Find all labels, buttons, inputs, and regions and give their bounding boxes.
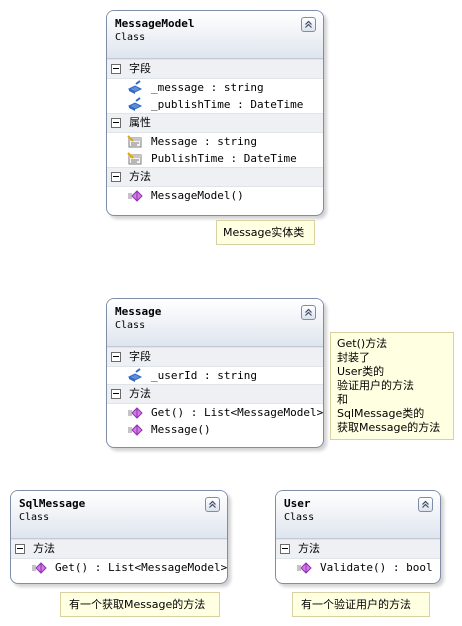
section-title: 字段 bbox=[129, 62, 151, 75]
property-member[interactable]: Message : string bbox=[107, 133, 323, 150]
note-text: 有一个获取Message的方法 bbox=[69, 598, 206, 611]
field-member[interactable]: _publishTime : DateTime bbox=[107, 96, 323, 113]
method-member[interactable]: Get() : List<MessageModel> bbox=[107, 404, 323, 421]
fields-section: 字段 _userId : string bbox=[107, 347, 323, 384]
section-collapse-icon[interactable] bbox=[111, 64, 121, 74]
collapse-chevron-icon[interactable] bbox=[205, 497, 220, 512]
class-stereotype: Class bbox=[19, 512, 50, 523]
field-member[interactable]: _userId : string bbox=[107, 367, 323, 384]
fields-section: 字段 _message : string _publishTime : Date… bbox=[107, 59, 323, 113]
class-name: Message bbox=[115, 305, 162, 318]
note-messagemodel[interactable]: Message实体类 bbox=[216, 220, 315, 245]
collapse-chevron-icon[interactable] bbox=[301, 305, 316, 320]
method-icon bbox=[31, 560, 47, 576]
section-title: 属性 bbox=[129, 116, 151, 129]
methods-section-header[interactable]: 方法 bbox=[11, 539, 227, 559]
method-member[interactable]: Validate() : bool bbox=[276, 559, 440, 576]
method-member[interactable]: Message() bbox=[107, 421, 323, 438]
field-member[interactable]: _message : string bbox=[107, 79, 323, 96]
method-icon bbox=[127, 188, 143, 204]
section-collapse-icon[interactable] bbox=[111, 352, 121, 362]
class-header[interactable]: Message Class bbox=[107, 299, 323, 347]
class-shape-messagemodel[interactable]: MessageModel Class 字段 _message : string … bbox=[106, 10, 324, 216]
class-header[interactable]: SqlMessage Class bbox=[11, 491, 227, 539]
class-name: User bbox=[284, 497, 311, 510]
property-icon bbox=[127, 151, 143, 167]
field-icon bbox=[127, 96, 143, 113]
methods-section: 方法 Get() : List<MessageModel> bbox=[11, 539, 227, 576]
method-icon bbox=[296, 560, 312, 576]
note-text: Message实体类 bbox=[223, 226, 305, 239]
class-name: MessageModel bbox=[115, 17, 195, 30]
property-icon bbox=[127, 134, 143, 150]
note-text: Get()方法 bbox=[337, 337, 388, 350]
class-shape-message[interactable]: Message Class 字段 _userId : string 方法 Get… bbox=[106, 298, 324, 448]
method-member[interactable]: Get() : List<MessageModel> bbox=[11, 559, 227, 576]
section-title: 方法 bbox=[129, 387, 151, 400]
section-collapse-icon[interactable] bbox=[15, 544, 25, 554]
section-collapse-icon[interactable] bbox=[280, 544, 290, 554]
class-header[interactable]: User Class bbox=[276, 491, 440, 539]
property-member[interactable]: PublishTime : DateTime bbox=[107, 150, 323, 167]
note-text: 获取Message的方法 bbox=[337, 421, 441, 434]
note-text: 有一个验证用户的方法 bbox=[301, 598, 411, 611]
methods-section-header[interactable]: 方法 bbox=[107, 384, 323, 404]
section-collapse-icon[interactable] bbox=[111, 172, 121, 182]
note-text: SqlMessage类的 bbox=[337, 407, 425, 420]
note-text: User类的 bbox=[337, 365, 385, 378]
field-icon bbox=[127, 367, 143, 384]
note-text: 和 bbox=[337, 393, 348, 406]
class-shape-sqlmessage[interactable]: SqlMessage Class 方法 Get() : List<Message… bbox=[10, 490, 228, 584]
class-header[interactable]: MessageModel Class bbox=[107, 11, 323, 59]
field-icon bbox=[127, 79, 143, 96]
method-member[interactable]: MessageModel() bbox=[107, 187, 323, 204]
class-stereotype: Class bbox=[115, 320, 146, 331]
methods-section-header[interactable]: 方法 bbox=[276, 539, 440, 559]
collapse-chevron-icon[interactable] bbox=[418, 497, 433, 512]
collapse-chevron-icon[interactable] bbox=[301, 17, 316, 32]
methods-section: 方法 Validate() : bool bbox=[276, 539, 440, 576]
fields-section-header[interactable]: 字段 bbox=[107, 59, 323, 79]
class-stereotype: Class bbox=[115, 32, 146, 43]
section-title: 方法 bbox=[298, 542, 320, 555]
methods-section: 方法 Get() : List<MessageModel> Message() bbox=[107, 384, 323, 438]
note-sqlmessage[interactable]: 有一个获取Message的方法 bbox=[60, 592, 220, 617]
class-stereotype: Class bbox=[284, 512, 315, 523]
section-collapse-icon[interactable] bbox=[111, 389, 121, 399]
section-collapse-icon[interactable] bbox=[111, 118, 121, 128]
methods-section-header[interactable]: 方法 bbox=[107, 167, 323, 187]
fields-section-header[interactable]: 字段 bbox=[107, 347, 323, 367]
class-shape-user[interactable]: User Class 方法 Validate() : bool bbox=[275, 490, 441, 584]
section-title: 方法 bbox=[33, 542, 55, 555]
note-user[interactable]: 有一个验证用户的方法 bbox=[292, 592, 430, 617]
note-text: 验证用户的方法 bbox=[337, 379, 414, 392]
note-text: 封装了 bbox=[337, 351, 370, 364]
method-icon bbox=[127, 405, 143, 421]
section-title: 方法 bbox=[129, 170, 151, 183]
properties-section: 属性 Message : string PublishTime : DateTi… bbox=[107, 113, 323, 167]
class-name: SqlMessage bbox=[19, 497, 86, 510]
section-title: 字段 bbox=[129, 350, 151, 363]
methods-section: 方法 MessageModel() bbox=[107, 167, 323, 204]
properties-section-header[interactable]: 属性 bbox=[107, 113, 323, 133]
note-message[interactable]: Get()方法 封装了 User类的 验证用户的方法 和 SqlMessage类… bbox=[330, 332, 454, 440]
method-icon bbox=[127, 422, 143, 438]
